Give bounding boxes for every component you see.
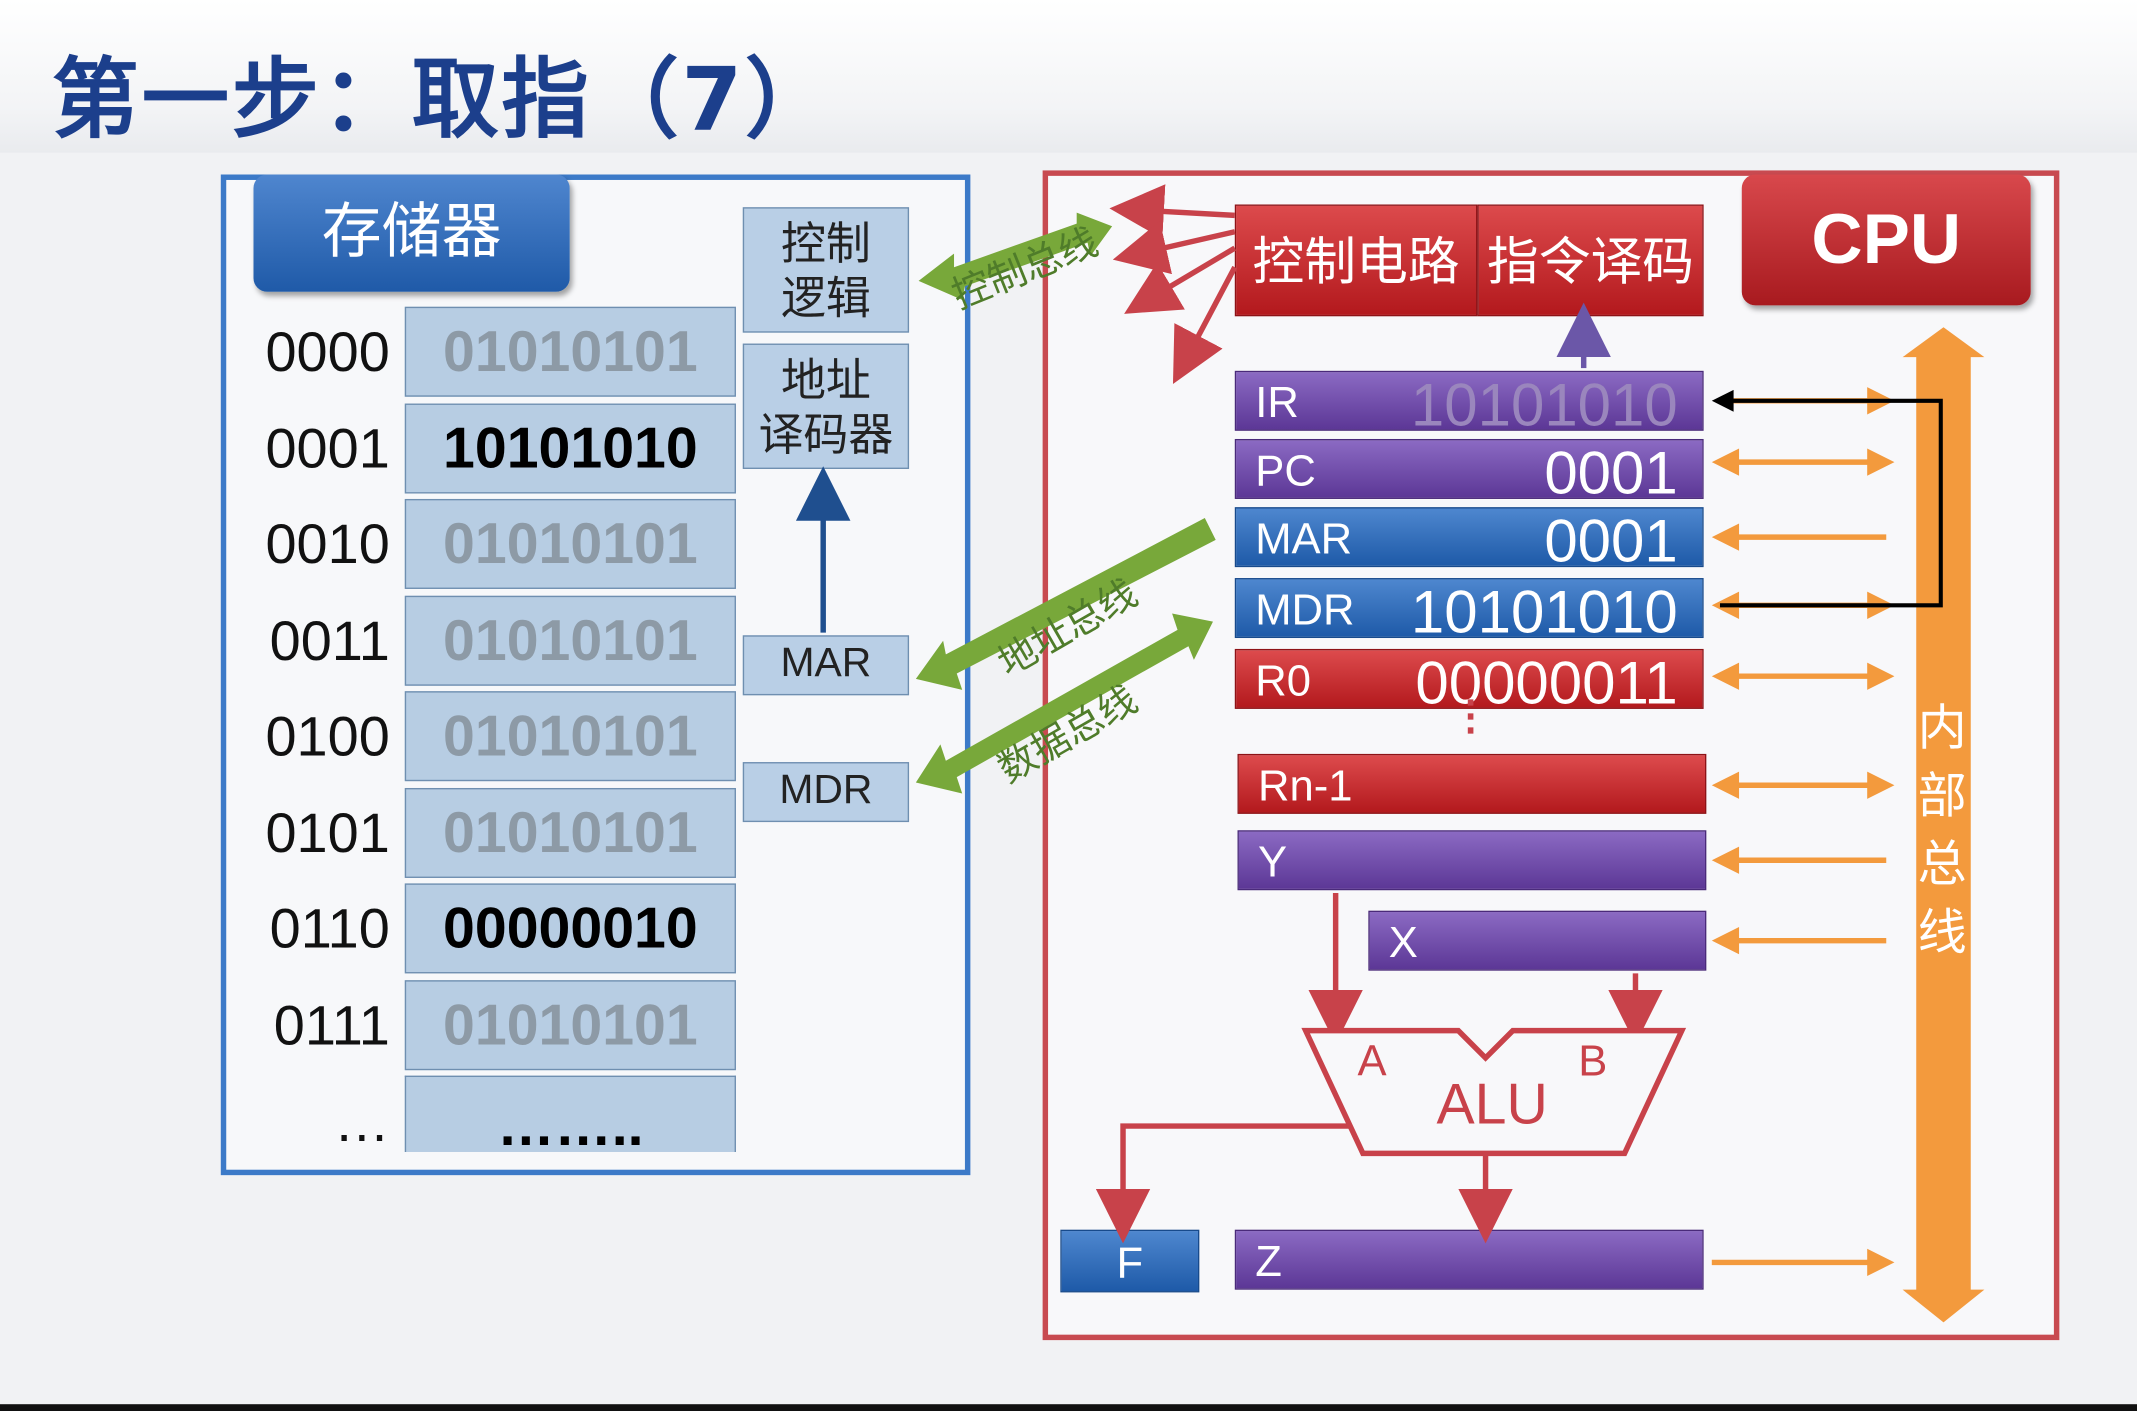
memory-more-addr: … [333, 1090, 390, 1154]
memory-address: 0110 [269, 897, 390, 960]
cpu-mar-value: 0001 [1544, 508, 1678, 576]
ir-value: 10101010 [1410, 372, 1678, 439]
memory-address: 0111 [273, 993, 390, 1056]
cpu-mar-register: MAR 0001 [1234, 507, 1704, 575]
internal-bus-char-2: 部 [1917, 768, 1967, 825]
control-logic-line1: 控制 [780, 216, 871, 270]
control-bus-arrow [918, 212, 1113, 300]
control-signal-arrows [1109, 184, 1238, 385]
alu-shape [1301, 1027, 1687, 1157]
memory-cell: 01010101 [404, 498, 736, 589]
memory-mar-box: MAR [742, 635, 910, 696]
z-register: Z [1234, 1229, 1704, 1290]
memory-address: 0010 [265, 512, 390, 576]
pc-value: 0001 [1544, 440, 1678, 508]
memory-address: 0100 [265, 704, 390, 768]
r0-value: 00000011 [1415, 650, 1678, 718]
ir-register: IR 10101010 [1234, 370, 1704, 439]
memory-cell: 01010101 [404, 787, 736, 878]
bottom-bar [0, 1404, 2137, 1411]
cpu-label: CPU [1741, 174, 2031, 306]
slide-title: 第一步：取指（7） [51, 50, 835, 152]
address-bus-arrow [915, 518, 1216, 690]
memory-cell: 01010101 [404, 595, 736, 686]
memory-mdr-box: MDR [742, 762, 910, 823]
internal-bus-char-4: 线 [1917, 905, 1967, 962]
y-name: Y [1257, 837, 1288, 887]
pc-name: PC [1255, 445, 1316, 495]
address-decoder-line2: 译码器 [758, 407, 894, 461]
instruction-decode-box: 指令译码 [1477, 204, 1704, 317]
r0-name: R0 [1255, 655, 1311, 705]
data-bus-arrow [915, 613, 1213, 794]
control-logic-line2: 逻辑 [780, 271, 871, 325]
mdr-to-ir-arrowhead [1711, 389, 1734, 412]
rn1-register: Rn-1 [1237, 753, 1707, 814]
memory-address: 0101 [265, 800, 390, 864]
cpu-mdr-name: MDR [1255, 584, 1355, 634]
memory-label: 存储器 [253, 174, 570, 292]
memory-address: 0000 [265, 320, 390, 384]
y-register: Y [1237, 830, 1707, 891]
internal-bus-label: 内 部 总 线 [1912, 695, 1972, 968]
pc-register: PC 0001 [1234, 438, 1704, 507]
x-name: X [1388, 917, 1418, 967]
mdr-to-ir-path [1719, 398, 1943, 608]
internal-bus-arrow [1902, 327, 1985, 1323]
title-band [0, 0, 2137, 153]
alu-output-lines [1095, 1123, 1513, 1244]
internal-bus-char-1: 内 [1917, 700, 1967, 757]
memory-cell: 10101010 [404, 402, 736, 493]
memory-cell: 01010101 [404, 306, 736, 397]
memory-cell: 00000010 [404, 883, 736, 974]
memory-more-value: …….. [497, 1093, 644, 1158]
memory-address: 0011 [269, 608, 390, 672]
alu-input-a: A [1357, 1036, 1387, 1086]
alu-input-b: B [1578, 1036, 1608, 1086]
cpu-mdr-value: 10101010 [1410, 579, 1678, 647]
z-name: Z [1255, 1236, 1282, 1286]
cpu-mdr-register: MDR 10101010 [1234, 578, 1704, 646]
ir-name: IR [1255, 377, 1299, 427]
memory-cell: 01010101 [404, 979, 736, 1070]
memory-more-cell: …….. [404, 1075, 736, 1157]
alu-input-lines [1308, 892, 1663, 1045]
rn1-name: Rn-1 [1257, 760, 1353, 810]
cpu-mar-name: MAR [1255, 513, 1353, 564]
control-circuit-box: 控制电路 [1234, 204, 1478, 317]
r0-register: R0 00000011 [1234, 648, 1704, 717]
memory-address: 0001 [265, 416, 390, 480]
control-logic-box: 控制 逻辑 [742, 207, 910, 333]
register-ellipsis: ⋮ [1450, 693, 1492, 739]
memory-cell: 01010101 [404, 691, 736, 782]
internal-bus-char-3: 总 [1917, 837, 1967, 893]
alu-label: ALU [1436, 1071, 1548, 1136]
x-register: X [1368, 910, 1707, 971]
address-decoder-line1: 地址 [780, 353, 871, 407]
register-bus-arrowheads [1711, 387, 1895, 1277]
